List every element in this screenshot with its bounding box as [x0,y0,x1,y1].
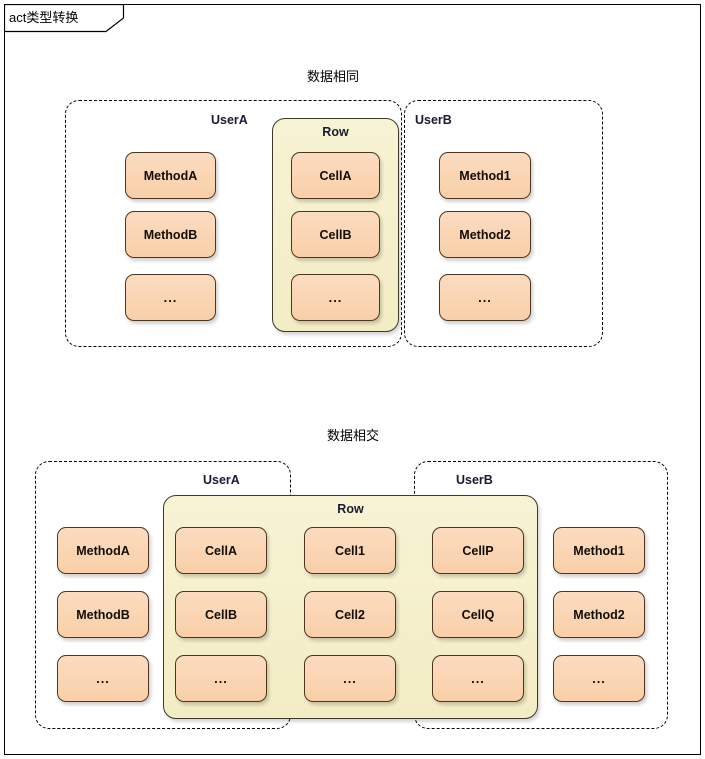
node-more-row-same[interactable]: ... [291,274,380,321]
group-userB-same [404,100,603,347]
frame-title-text: act类型转换 [9,10,79,25]
group-label-userA-same: UserA [211,113,248,127]
group-label-userB-same: UserB [415,113,452,127]
group-userA-same [65,100,402,347]
node-cellA-same[interactable]: CellA [291,152,380,199]
node-method1-intersect[interactable]: Method1 [553,527,645,574]
node-cellP-intersect[interactable]: CellP [432,527,524,574]
group-label-userA-intersect: UserA [203,473,240,487]
node-method1-same[interactable]: Method1 [439,152,531,199]
section-caption-same: 数据相同 [306,69,359,84]
node-cell1-intersect[interactable]: Cell1 [304,527,396,574]
group-label-userB-intersect: UserB [456,473,493,487]
row-label-same: Row [322,125,349,139]
node-cellA-intersect[interactable]: CellA [175,527,267,574]
node-cellB-intersect[interactable]: CellB [175,591,267,638]
node-methodB-same[interactable]: MethodB [125,211,216,258]
node-more-userB-same[interactable]: ... [439,274,531,321]
row-label-intersect: Row [337,502,364,516]
node-cell2-intersect[interactable]: Cell2 [304,591,396,638]
node-more-userA-same[interactable]: ... [125,274,216,321]
node-method2-same[interactable]: Method2 [439,211,531,258]
node-more-userB-intersect[interactable]: ... [553,655,645,702]
activity-frame [4,4,701,755]
node-more-row-intersect[interactable]: ... [304,655,396,702]
node-method2-intersect[interactable]: Method2 [553,591,645,638]
node-cellB-same[interactable]: CellB [291,211,380,258]
node-methodB-intersect[interactable]: MethodB [57,591,149,638]
node-methodA-intersect[interactable]: MethodA [57,527,149,574]
section-caption-intersect: 数据相交 [326,428,379,443]
node-more-userA-intersect[interactable]: ... [57,655,149,702]
node-more-userA-row-intersect[interactable]: ... [175,655,267,702]
node-methodA-same[interactable]: MethodA [125,152,216,199]
node-cellQ-intersect[interactable]: CellQ [432,591,524,638]
node-more-row-userB-intersect[interactable]: ... [432,655,524,702]
